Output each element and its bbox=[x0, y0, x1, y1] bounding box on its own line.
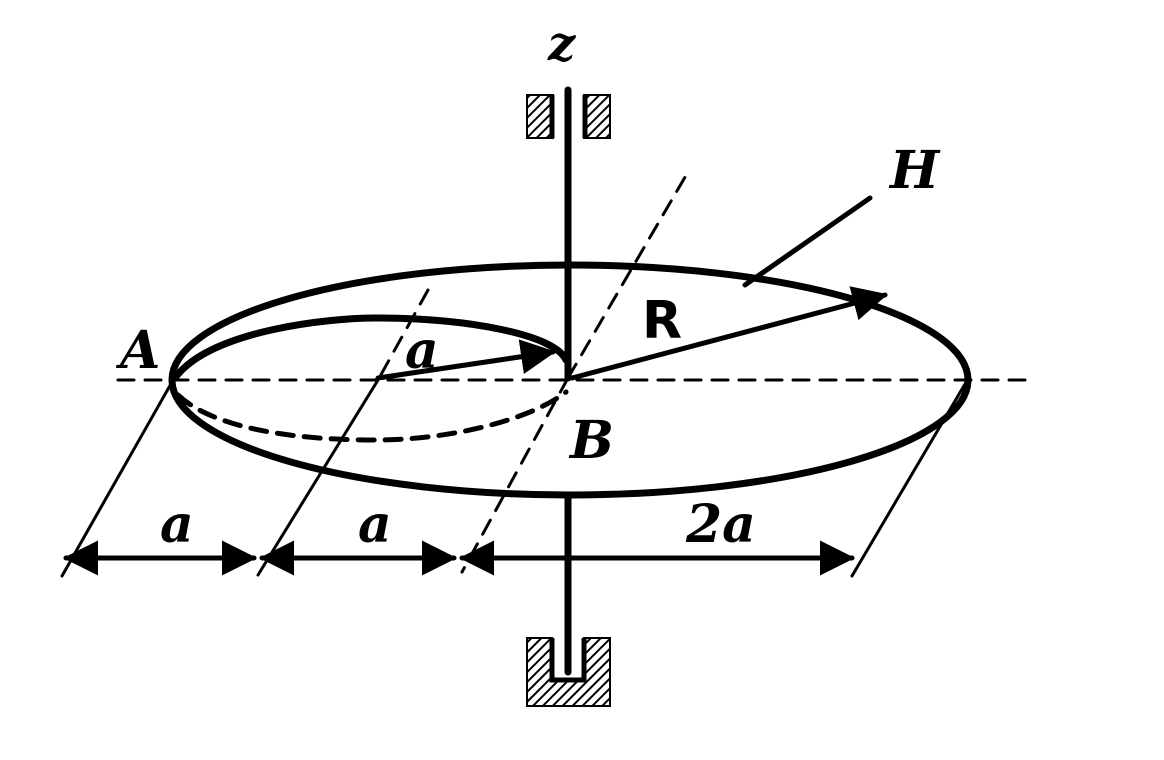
extension-line-left bbox=[60, 380, 174, 578]
h-leader-line bbox=[742, 195, 873, 288]
extension-line-right bbox=[850, 382, 967, 578]
hole-upper-arc bbox=[171, 314, 570, 382]
hole-center-line bbox=[376, 288, 430, 382]
hole-lower-arc-hidden bbox=[175, 389, 569, 443]
radius-a-label: a bbox=[405, 320, 439, 381]
dimension-label-a2: a bbox=[358, 494, 392, 555]
top-bearing-icon bbox=[526, 94, 611, 139]
inclined-axis-upper bbox=[566, 170, 690, 380]
bottom-bearing-icon bbox=[526, 637, 611, 707]
radius-r-label: R bbox=[642, 291, 682, 351]
dimension-label-2a: 2a bbox=[685, 494, 756, 555]
point-h-label: H bbox=[888, 140, 941, 201]
dimension-label-a1: a bbox=[160, 494, 194, 555]
point-a-label: A bbox=[115, 320, 160, 381]
point-b-label: B bbox=[568, 410, 614, 471]
radius-r-arrow bbox=[569, 286, 888, 381]
z-axis-label: z bbox=[547, 16, 577, 72]
inclined-axis-lower bbox=[460, 376, 570, 574]
radius-a-arrow bbox=[375, 339, 556, 381]
